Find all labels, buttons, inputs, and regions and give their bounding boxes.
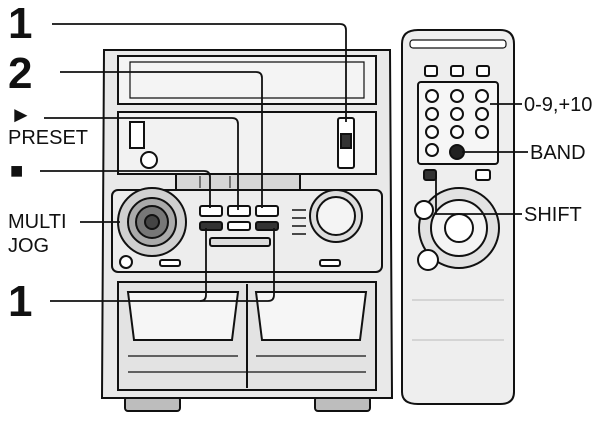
stop-icon: ■ — [10, 158, 24, 183]
callout-line-step-2 — [60, 71, 263, 208]
numeric-keys-label: 0-9,+10 — [524, 94, 593, 116]
callout-line-shift — [435, 176, 522, 215]
shift-label: SHIFT — [524, 204, 582, 226]
callout-line-preset — [44, 117, 239, 210]
step-1-bottom-label: 1 — [8, 277, 33, 326]
jog-label: JOG — [8, 235, 50, 257]
callout-line-step-1-top — [52, 23, 347, 122]
step-1-top-label: 1 — [8, 0, 33, 48]
remote-control-icon — [401, 29, 515, 405]
band-label: BAND — [530, 142, 586, 164]
preset-label: PRESET — [8, 127, 89, 149]
play-icon: ► — [10, 102, 32, 127]
callout-line-stop — [40, 170, 211, 208]
callout-lines — [40, 23, 528, 302]
stereo-unit-icon — [100, 49, 394, 412]
step-2-label: 2 — [8, 49, 33, 98]
multi-label: MULTI — [8, 211, 67, 233]
callout-line-step-1-bottom — [50, 228, 275, 302]
